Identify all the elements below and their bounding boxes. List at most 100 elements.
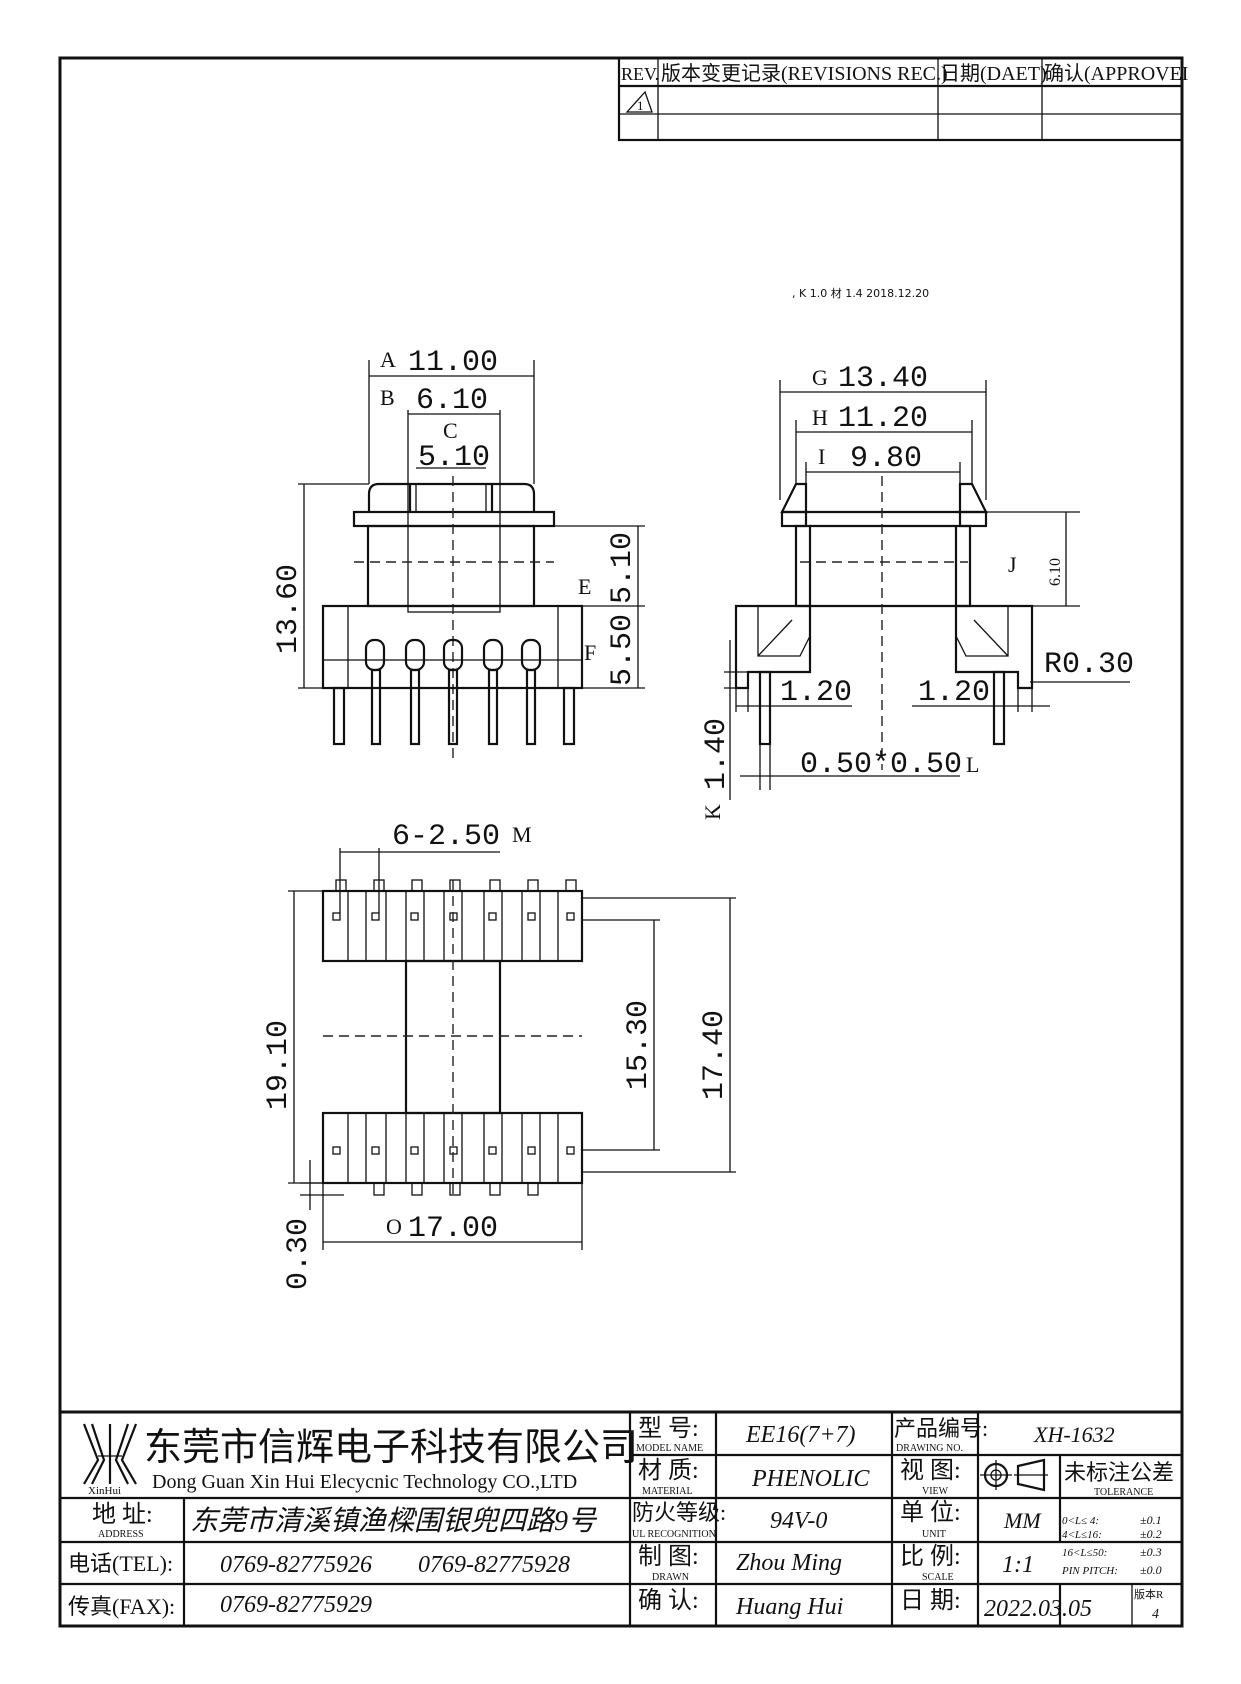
tolerance-title: 未标注公差 bbox=[1064, 1460, 1174, 1485]
tolerance-value-1: ±0.1 bbox=[1140, 1513, 1162, 1527]
top-note: , K 1.0 材 1.4 2018.12.20 bbox=[792, 286, 929, 300]
date-header: 日期(DAET) bbox=[940, 63, 1047, 85]
dim-k-value: 1.40 bbox=[700, 718, 734, 790]
drawing-no-label: 产品编号: bbox=[894, 1416, 988, 1441]
drawing-no-label-en: DRAWING NO. bbox=[896, 1443, 963, 1454]
dim-e-value: 5.10 bbox=[606, 532, 640, 604]
date-value: 2022.03.05 bbox=[984, 1596, 1092, 1622]
dim-b-value: 6.10 bbox=[416, 384, 488, 418]
dim-o-balloon: O bbox=[386, 1214, 402, 1239]
material-label-en: MATERIAL bbox=[642, 1486, 693, 1497]
drawing-no-value: XH-1632 bbox=[1033, 1422, 1115, 1447]
unit-label: 单 位: bbox=[900, 1499, 961, 1526]
sheet-border bbox=[58, 56, 1184, 1628]
dim-g-value: 13.40 bbox=[838, 362, 928, 396]
fax-value: 0769-82775929 bbox=[220, 1592, 372, 1618]
scale-label: 比 例: bbox=[900, 1543, 961, 1570]
dim-j-value: 6.10 bbox=[1047, 558, 1064, 586]
revision-record-header: 版本变更记录(REVISIONS REC.) bbox=[661, 62, 948, 85]
tolerance-value-4: ±0.0 bbox=[1140, 1563, 1162, 1577]
check-label: 确 认: bbox=[638, 1587, 699, 1614]
dim-m-value: 6-2.50 bbox=[392, 820, 500, 854]
dim-h-balloon: H bbox=[812, 405, 828, 430]
dim-i-value: 9.80 bbox=[850, 442, 922, 476]
svg-text:XinHui: XinHui bbox=[88, 1485, 121, 1497]
check-value: Huang Hui bbox=[735, 1594, 843, 1620]
dim-c-balloon: C bbox=[443, 418, 458, 443]
tel-value-2: 0769-82775928 bbox=[418, 1552, 570, 1578]
dim-p-value: 15.30 bbox=[622, 1000, 656, 1090]
dim-n-value: 19.10 bbox=[262, 1020, 296, 1110]
title-block: XinHui 东莞市信辉电子科技有限公司 Dong Guan Xin Hui E… bbox=[58, 1410, 1184, 1628]
side-view: G 13.40 H 11.20 I 9.80 J 6.10 R0.30 1.20… bbox=[700, 362, 1134, 820]
front-view: A 11.00 B 6.10 C 5.10 13.60 5.10 5.50 E … bbox=[272, 346, 645, 760]
dim-e-balloon: E bbox=[578, 574, 591, 599]
ul-label-en: UL RECOGNITION bbox=[632, 1529, 716, 1540]
dim-c-value: 5.10 bbox=[418, 441, 490, 475]
company-name-cn: 东莞市信辉电子科技有限公司 bbox=[144, 1427, 638, 1469]
bottom-view: 6-2.50 M 19.10 15.30 17.40 O 17.00 0.30 bbox=[262, 820, 736, 1290]
address-label: 地 址: bbox=[92, 1501, 153, 1528]
scale-label-en: SCALE bbox=[922, 1572, 954, 1583]
unit-label-en: UNIT bbox=[922, 1529, 946, 1540]
view-label-en: VIEW bbox=[922, 1486, 949, 1497]
dim-l-value: 0.50*0.50 bbox=[800, 748, 962, 782]
dim-a-balloon: A bbox=[380, 347, 396, 372]
dim-r-value: R0.30 bbox=[1044, 648, 1134, 682]
view-label: 视 图: bbox=[900, 1457, 961, 1484]
address-label-en: ADDRESS bbox=[98, 1529, 144, 1540]
dim-f-value: 5.50 bbox=[606, 614, 640, 686]
tolerance-range-2: 4<L≤16: bbox=[1062, 1529, 1102, 1541]
rev-header: REV. bbox=[621, 64, 659, 84]
tolerance-value-2: ±0.2 bbox=[1140, 1527, 1162, 1541]
ul-label: 防火等级: bbox=[632, 1500, 726, 1525]
dim-j-balloon: J bbox=[1008, 552, 1017, 577]
tel-label: 电话(TEL): bbox=[68, 1551, 173, 1576]
dim-o-value: 17.00 bbox=[408, 1212, 498, 1246]
fax-label: 传真(FAX): bbox=[68, 1594, 175, 1619]
unit-value: MM bbox=[1003, 1508, 1042, 1533]
version-value: 4 bbox=[1152, 1607, 1159, 1622]
address-value: 东莞市清溪镇渔樑围银兜四路9号 bbox=[190, 1506, 598, 1537]
xinhui-logo: XinHui bbox=[82, 1423, 138, 1497]
tolerance-value-3: ±0.3 bbox=[1140, 1545, 1162, 1559]
dim-i-balloon: I bbox=[818, 444, 825, 469]
material-value: PHENOLIC bbox=[751, 1466, 870, 1492]
model-value: EE16(7+7) bbox=[745, 1422, 856, 1448]
tolerance-range-1: 0<L≤ 4: bbox=[1062, 1515, 1099, 1527]
dim-a-value: 11.00 bbox=[408, 346, 498, 380]
company-name-en: Dong Guan Xin Hui Elecycnic Technology C… bbox=[152, 1471, 577, 1493]
dim-offset-value: 0.30 bbox=[282, 1218, 316, 1290]
revision-table: REV. 版本变更记录(REVISIONS REC.) 日期(DAET) 确认(… bbox=[617, 56, 1188, 142]
date-label: 日 期: bbox=[900, 1588, 961, 1614]
dim-l-balloon: L bbox=[966, 752, 979, 777]
dim-k-balloon: K bbox=[700, 804, 725, 820]
tolerance-range-3: 16<L≤50: bbox=[1062, 1547, 1107, 1559]
projection-symbol-icon bbox=[980, 1458, 1048, 1492]
dim-f-balloon: F bbox=[584, 640, 596, 665]
drawn-label-en: DRAWN bbox=[652, 1572, 689, 1583]
dim-q-value: 17.40 bbox=[698, 1010, 732, 1100]
approve-header: 确认(APPROVEI bbox=[1044, 62, 1188, 85]
model-label-en: MODEL NAME bbox=[636, 1443, 703, 1454]
dim-left-width-value: 1.20 bbox=[780, 676, 852, 710]
tolerance-title-en: TOLERANCE bbox=[1094, 1487, 1153, 1498]
dim-g-balloon: G bbox=[812, 365, 828, 390]
revision-triangle-icon: 1 bbox=[625, 90, 653, 113]
dim-right-width-value: 1.20 bbox=[918, 676, 990, 710]
tolerance-range-4: PIN PITCH: bbox=[1061, 1565, 1118, 1577]
scale-value: 1:1 bbox=[1002, 1552, 1034, 1578]
model-label: 型 号: bbox=[638, 1415, 699, 1442]
dim-b-balloon: B bbox=[380, 385, 395, 410]
drawn-value: Zhou Ming bbox=[736, 1550, 842, 1576]
dim-m-balloon: M bbox=[512, 822, 532, 847]
tel-value-1: 0769-82775926 bbox=[220, 1552, 372, 1578]
ul-value: 94V-0 bbox=[770, 1508, 827, 1534]
dim-d-value: 13.60 bbox=[272, 564, 306, 654]
material-label: 材 质: bbox=[638, 1457, 699, 1484]
drawn-label: 制 图: bbox=[638, 1543, 699, 1570]
version-label: 版本R bbox=[1134, 1587, 1164, 1601]
svg-text:1: 1 bbox=[637, 98, 644, 113]
